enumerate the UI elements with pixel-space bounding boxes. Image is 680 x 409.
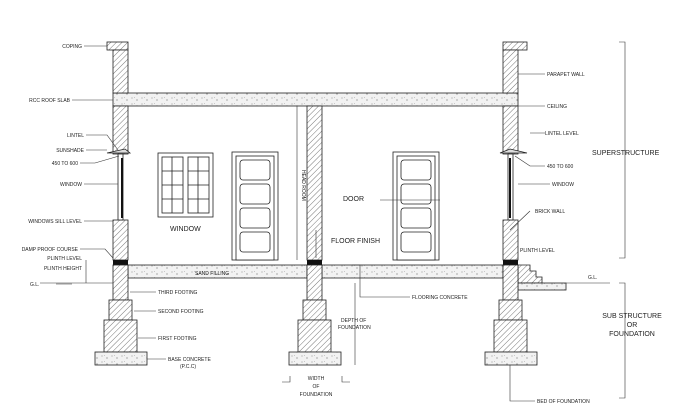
label-superstructure: SUPERSTRUCTURE — [592, 150, 660, 157]
label-second-footing: SECOND FOOTING — [158, 309, 204, 315]
label-window-right: WINDOW — [552, 182, 574, 188]
label-width-of: OF — [313, 384, 320, 390]
width-bracket — [282, 376, 350, 383]
label-bed-of-foundation: BED OF FOUNDATION — [537, 399, 590, 405]
label-or: OR — [627, 322, 638, 329]
footing-left — [94, 264, 148, 366]
right-wall — [499, 41, 567, 291]
superstructure-bracket — [619, 41, 626, 259]
label-lintel: LINTEL — [67, 133, 84, 139]
label-parapet-wall: PARAPET WALL — [547, 72, 585, 78]
label-depth-of: DEPTH OF — [341, 318, 366, 324]
label-width: WIDTH — [308, 376, 325, 382]
sand-filling — [321, 264, 504, 279]
middle-wall — [306, 105, 323, 265]
substructure-bracket — [619, 282, 626, 399]
label-window: WINDOW — [60, 182, 82, 188]
label-coping: COPING — [62, 44, 82, 50]
left-wall — [106, 41, 132, 265]
label-rcc-roof-slab: RCC ROOF SLAB — [29, 98, 71, 104]
label-sunshade: SUNSHADE — [56, 148, 84, 154]
label-third-footing: THIRD FOOTING — [158, 290, 198, 296]
label-base-concrete: BASE CONCRETE — [168, 357, 211, 363]
label-450-to-600-right: 450 TO 600 — [547, 164, 573, 170]
door-elevation-left — [231, 151, 279, 261]
label-ceiling: CEILING — [547, 104, 567, 110]
label-depth-foundation: FOUNDATION — [338, 325, 371, 331]
label-lintel-level: LINTEL LEVEL — [545, 131, 579, 137]
label-floor-finish: FLOOR FINISH — [331, 238, 380, 245]
label-pcc: (P.C.C) — [180, 364, 196, 370]
label-width-foundation: FOUNDATION — [300, 392, 333, 398]
label-foundation: FOUNDATION — [609, 331, 655, 338]
label-damp-proof-course: DAMP PROOF COURSE — [22, 247, 79, 253]
label-flooring-concrete: FLOORING CONCRETE — [412, 295, 468, 301]
window-elevation — [157, 152, 214, 218]
label-plinth-height: PLINTH HEIGHT — [44, 266, 82, 272]
footing-right — [484, 264, 538, 366]
label-plinth-level: PLINTH LEVEL — [47, 256, 82, 262]
footing-middle — [288, 264, 342, 366]
label-window-center: WINDOW — [170, 226, 201, 233]
rcc-roof-slab — [112, 92, 519, 107]
label-brick-wall: BRICK WALL — [535, 209, 565, 215]
label-head-room: HEAD ROOM — [300, 170, 306, 201]
label-first-footing: FIRST FOOTING — [158, 336, 197, 342]
door-elevation-right — [392, 151, 440, 261]
label-sand-filling: SAND FILLING — [195, 271, 229, 277]
label-sub-structure: SUB STRUCTURE — [602, 313, 662, 320]
label-450-to-600: 450 TO 600 — [52, 161, 78, 167]
label-window-sill-level: WINDOWS SILL LEVEL — [28, 219, 82, 225]
label-gl-right: G.L. — [588, 275, 597, 281]
label-plinth-level-right: PLINTH LEVEL — [520, 248, 555, 254]
label-gl: G.L. — [30, 282, 39, 288]
label-door: DOOR — [343, 196, 364, 203]
